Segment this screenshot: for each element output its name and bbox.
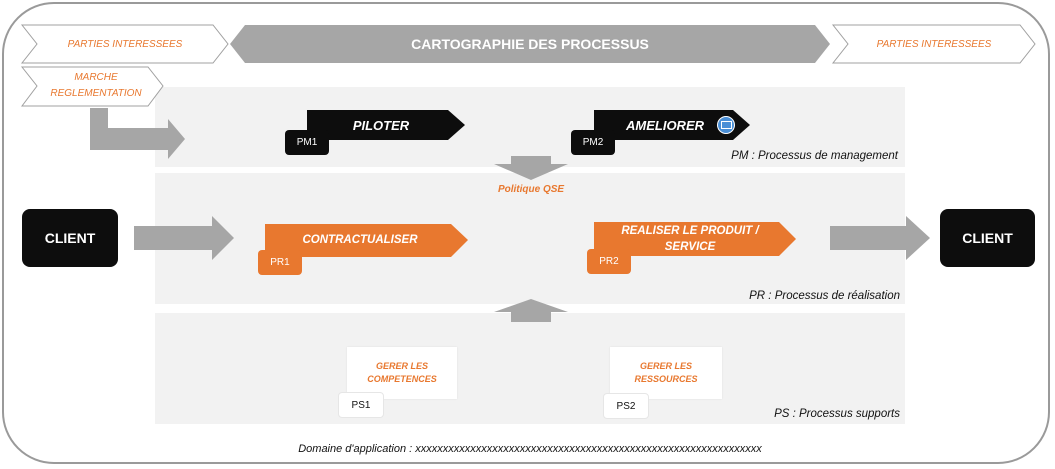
stakeholders-left-shape: [20, 24, 229, 64]
realiser-shape: [594, 222, 796, 256]
market-arrow: [90, 108, 185, 159]
client-left: CLIENT: [22, 209, 118, 267]
scope-label: Domaine d'application : xxxxxxxxxxxxxxxx…: [298, 443, 762, 455]
gerer-ressources-line1: GERER LES: [639, 361, 692, 371]
pm1-tag: PM1: [285, 130, 329, 155]
gerer-competences-box: GERER LES COMPETENCES: [347, 347, 457, 399]
pr1-tag: PR1: [258, 250, 302, 275]
gerer-ressources-box: GERER LES RESSOURCES: [610, 347, 722, 399]
market-label-line2: REGLEMENTATION: [50, 88, 142, 99]
gerer-competences-line2: COMPETENCES: [367, 374, 437, 384]
realiser-label-line1: REALISER LE PRODUIT /: [621, 225, 759, 237]
policy-down-arrow: [494, 156, 568, 180]
piloter-label: PILOTER: [352, 118, 410, 133]
ameliorer-shape: [594, 110, 750, 140]
page-title: CARTOGRAPHIE DES PROCESSUS: [411, 36, 649, 52]
client-out-arrow: [830, 216, 930, 260]
realiser-label-line2: SERVICE: [664, 241, 716, 253]
ps1-tag: PS1: [338, 392, 384, 418]
client-right: CLIENT: [940, 209, 1035, 267]
stakeholders-left-label: PARTIES INTERESSEES: [67, 38, 183, 50]
gerer-competences-line1: GERER LES: [375, 361, 428, 371]
title-banner: [230, 25, 830, 63]
market-regulation-shape: [20, 66, 164, 107]
ps2-tag: PS2: [603, 393, 649, 419]
pm2-tag: PM2: [571, 130, 615, 155]
stakeholders-right-shape: [831, 24, 1036, 64]
ameliorer-label: AMELIORER: [626, 118, 704, 133]
pr2-tag: PR2: [587, 249, 631, 274]
policy-label: Politique QSE: [497, 184, 565, 195]
realisation-band-label: PR : Processus de réalisation: [749, 290, 900, 302]
screen-chart-icon: [717, 116, 735, 134]
management-band-label: PM : Processus de management: [731, 150, 898, 162]
support-up-arrow: [494, 299, 568, 322]
support-band-label: PS : Processus supports: [774, 408, 900, 420]
gerer-ressources-line2: RESSOURCES: [634, 374, 698, 384]
client-in-arrow: [134, 216, 234, 260]
market-label-line1: MARCHE: [74, 72, 118, 83]
support-band: [155, 313, 905, 424]
management-band: [155, 87, 905, 167]
stakeholders-right-label: PARTIES INTERESSEES: [876, 38, 992, 50]
piloter-shape: [307, 110, 465, 140]
contractualiser-shape: [265, 224, 468, 257]
contractualiser-label: CONTRACTUALISER: [302, 234, 418, 246]
